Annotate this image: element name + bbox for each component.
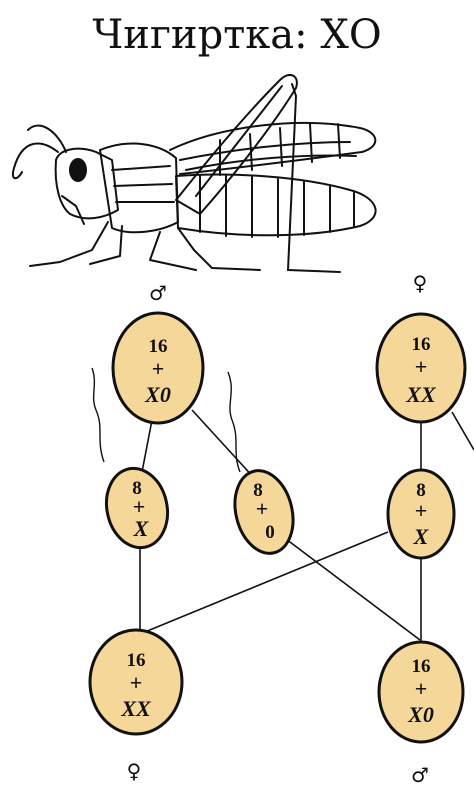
sperm-tails	[91, 367, 241, 473]
mother-cell-count: 16	[412, 334, 431, 355]
son-cell-plus: +	[415, 676, 428, 701]
connection-lines	[139, 409, 474, 644]
father-cell-plus: +	[152, 356, 165, 381]
daughter-cell-sex-chromosomes: XX	[120, 696, 152, 721]
sperm-x-count: 8	[132, 478, 142, 499]
father-cell-sex-chromosomes: X0	[144, 382, 171, 407]
grasshopper-illustration	[12, 73, 377, 273]
egg-chromosome: X	[413, 524, 430, 549]
egg-plus: +	[415, 498, 428, 523]
mother-cell: 16 + XX	[375, 312, 467, 424]
son-cell-sex-chromosomes: X0	[407, 702, 434, 727]
female-symbol-bottom: ♀	[127, 759, 142, 783]
egg-count: 8	[416, 480, 426, 501]
page-title: Чигиртка: ХО	[92, 12, 381, 58]
daughter-cell-plus: +	[130, 670, 143, 695]
sperm-x-cell: 8 + X	[104, 466, 170, 550]
father-cell-count: 16	[149, 336, 168, 357]
egg-cell: 8 + X	[386, 468, 456, 560]
sperm-x-chromosome: X	[133, 516, 150, 541]
sperm-0-cell: 8 + 0	[233, 469, 295, 555]
sperm-x-plus: +	[133, 494, 146, 519]
sperm-0-chromosome: 0	[265, 522, 275, 543]
father-cell: 16 + X0	[111, 311, 205, 425]
mother-cell-sex-chromosomes: XX	[405, 382, 437, 407]
daughter-cell: 16 + XX	[88, 628, 184, 736]
mother-cell-plus: +	[415, 354, 428, 379]
son-cell-count: 16	[412, 656, 431, 677]
female-symbol-top: ♀	[413, 271, 428, 295]
male-symbol-bottom: ♂	[411, 763, 429, 787]
sperm-0-count: 8	[253, 480, 263, 501]
male-symbol-top: ♂	[149, 281, 167, 305]
sperm-0-plus: +	[256, 496, 269, 521]
daughter-cell-count: 16	[127, 650, 146, 671]
son-cell: 16 + X0	[377, 640, 465, 744]
